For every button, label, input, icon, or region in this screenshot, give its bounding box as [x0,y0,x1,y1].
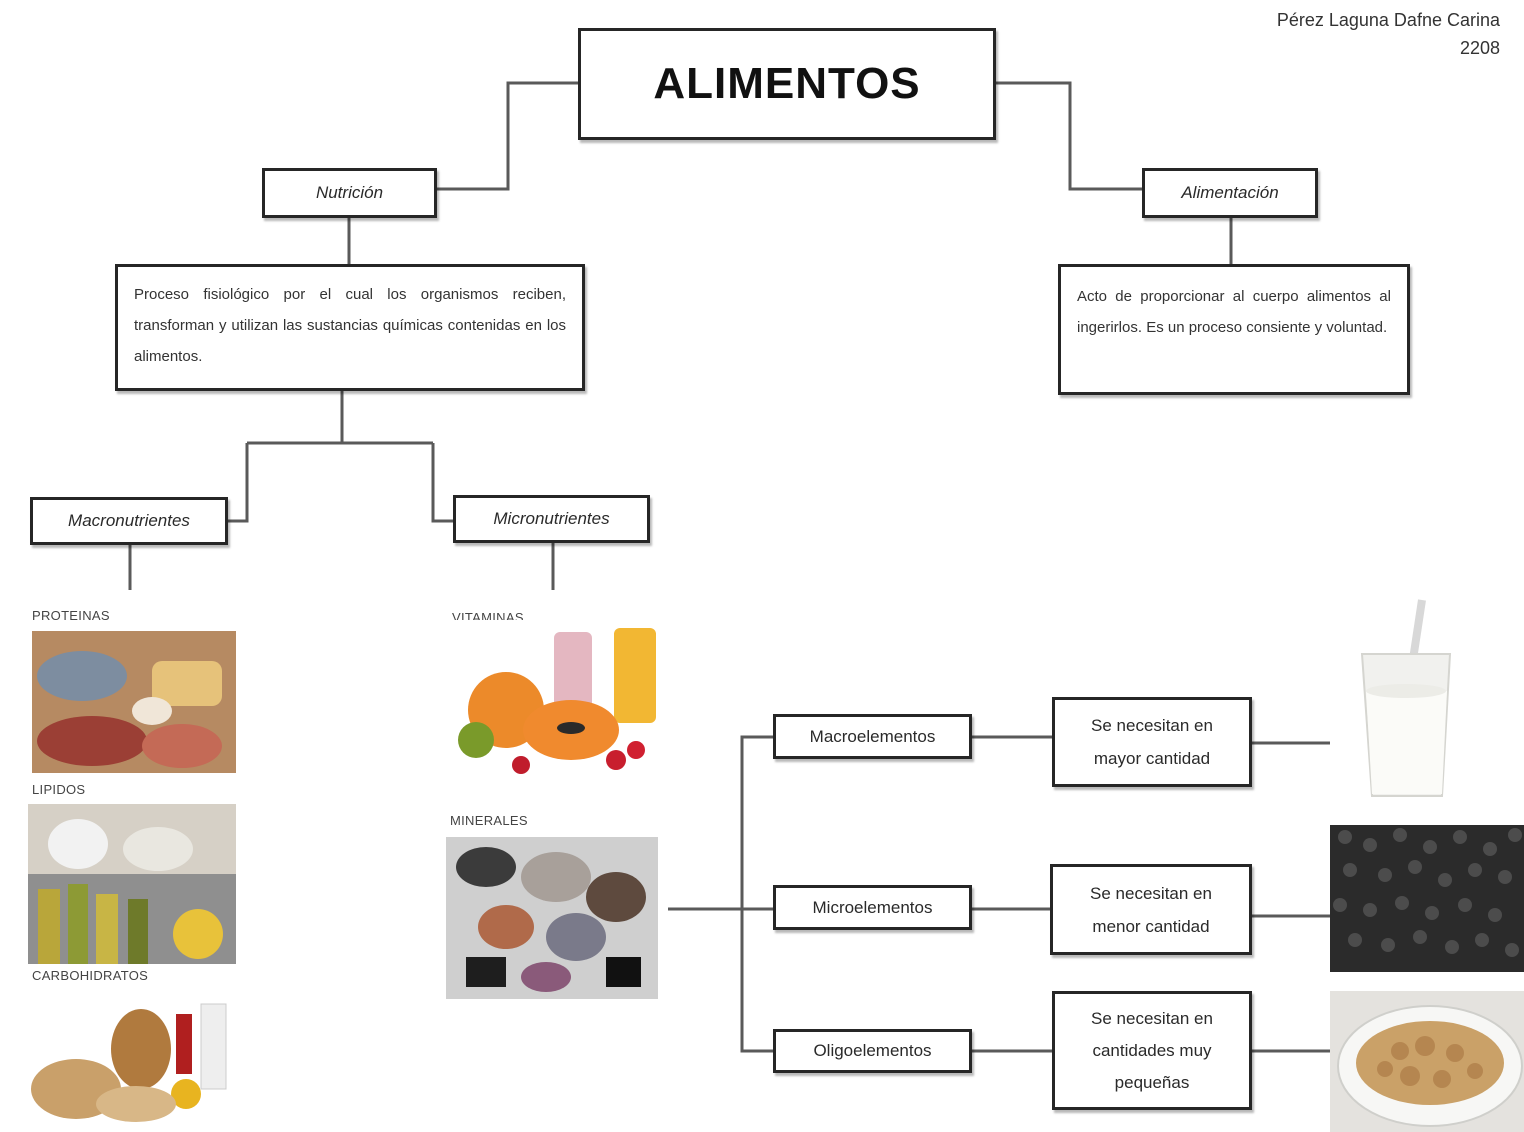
cereal-bowl-image [1330,991,1524,1132]
nutricion-box: Nutrición [262,168,437,218]
alimentacion-label: Alimentación [1181,183,1279,202]
carbohidratos-image [26,994,238,1126]
caption-carbohidratos: CARBOHIDRATOS [32,968,149,983]
author-block: Pérez Laguna Dafne Carina 2208 [1277,6,1500,62]
macroelementos-box: Macroelementos [773,714,972,759]
caption-proteinas: PROTEINAS [32,608,110,623]
vitaminas-image [446,620,664,782]
lipidos-image [28,804,236,964]
alimentacion-description-box: Acto de proporcionar al cuerpo alimentos… [1058,264,1410,395]
caption-lipidos: LIPIDOS [32,782,86,797]
caption-minerales: MINERALES [450,813,528,828]
macroelementos-label: Macroelementos [809,726,936,746]
nutricion-label: Nutrición [315,183,384,202]
milk-glass-image [1350,596,1460,802]
microelementos-desc-box: Se necesitan en menor cantidad [1050,864,1252,955]
author-name: Pérez Laguna Dafne Carina [1276,10,1500,30]
microelementos-label: Microelementos [812,897,933,917]
diagram-title: ALIMENTOS [653,59,921,108]
nutricion-description: Proceso fisiológico por el cual los orga… [134,286,566,365]
macroelementos-desc-box: Se necesitan en mayor cantidad [1052,697,1252,787]
micronutrientes-box: Micronutrientes [453,495,650,543]
proteinas-image [32,631,236,773]
alimentacion-description: Acto de proporcionar al cuerpo alimentos… [1077,288,1391,336]
alimentacion-box: Alimentación [1142,168,1318,218]
oligoelementos-desc-box: Se necesitan en cantidades muy pequeñas [1052,991,1252,1110]
oligoelementos-box: Oligoelementos [773,1029,972,1073]
macroelementos-desc: Se necesitan en mayor cantidad [1091,716,1213,768]
grains-image [1330,825,1524,972]
minerales-image [446,837,658,999]
title-box: ALIMENTOS [578,28,996,140]
microelementos-desc: Se necesitan en menor cantidad [1090,883,1212,936]
author-group: 2208 [1459,38,1500,58]
micronutrientes-label: Micronutrientes [493,509,610,528]
nutricion-description-box: Proceso fisiológico por el cual los orga… [115,264,585,391]
microelementos-box: Microelementos [773,885,972,930]
oligoelementos-desc: Se necesitan en cantidades muy pequeñas [1091,1008,1213,1092]
oligoelementos-label: Oligoelementos [813,1041,932,1060]
macronutrientes-box: Macronutrientes [30,497,228,545]
macronutrientes-label: Macronutrientes [68,511,190,530]
